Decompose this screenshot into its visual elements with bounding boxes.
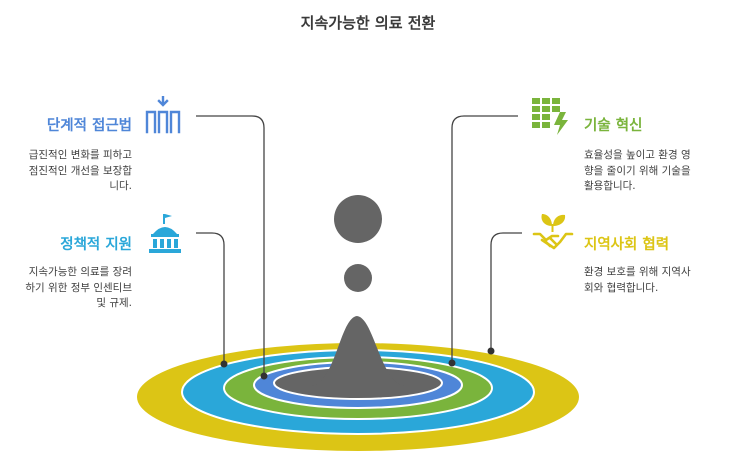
technology-innovation-heading: 기술 혁신 [584,118,643,134]
handshake-leaf-icon [532,214,574,250]
phased-approach-icon [145,96,181,134]
connector-phased-approach [196,115,265,375]
splash-peak [312,316,404,386]
connector-technology-innovation [451,115,518,362]
diagram-title: 지속가능한 의료 전환 [300,14,436,32]
policy-support-heading: 정책적 지원 [60,237,132,253]
community-collaboration-heading: 지역사회 협력 [584,237,670,253]
government-building-icon [149,214,181,253]
connector-policy-support [196,232,225,363]
connector-community-collaboration [490,232,522,350]
policy-support-description: 지속가능한 의료를 장려 하기 위한 정부 인센티브 및 규제. [25,266,132,309]
table-lightning-icon [532,98,568,135]
small-droplet [344,264,372,292]
phased-approach-heading: 단계적 접근법 [46,118,132,134]
phased-approach-description: 급진적인 변화를 피하고 점진적인 개선을 보장합 니다. [28,149,132,192]
large-droplet [334,195,382,243]
community-collaboration-description: 환경 보호를 위해 지역사 회와 협력합니다. [584,266,691,294]
technology-innovation-description: 효율성을 높이고 환경 영 향을 줄이기 위해 기술을 활용합니다. [584,149,691,192]
